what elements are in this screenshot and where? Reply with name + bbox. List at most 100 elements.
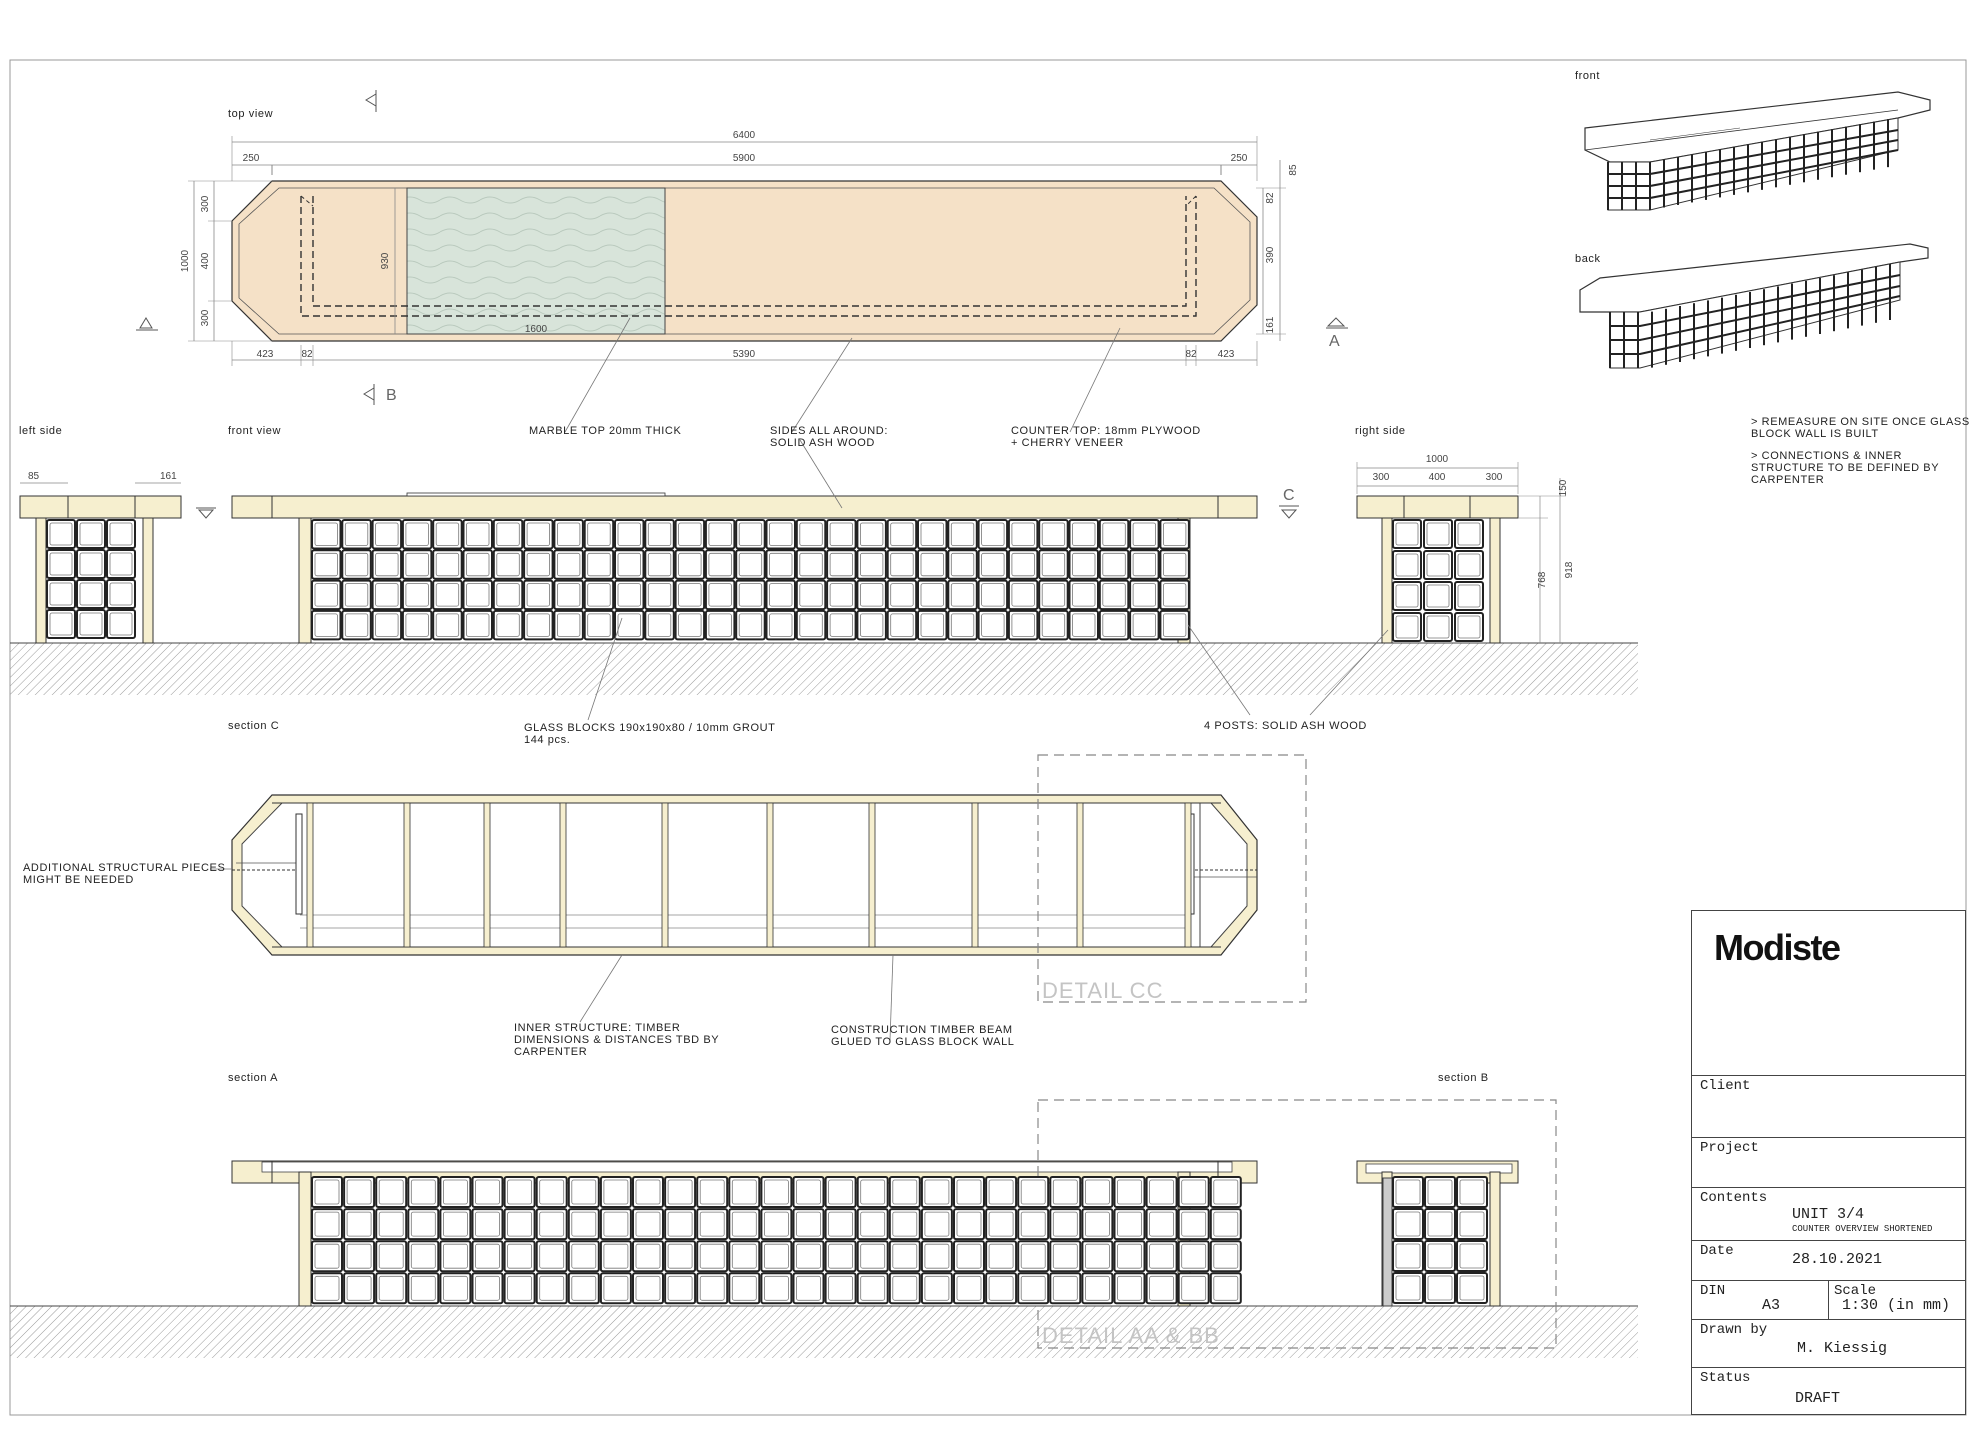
notes-block: > REMEASURE ON SITE ONCE GLASS BLOCK WAL… (1751, 416, 1970, 486)
glass-block-inner (956, 1179, 982, 1205)
glass-block-inner (981, 613, 1005, 637)
glass-block-inner (796, 1179, 821, 1205)
glass-block-inner (920, 613, 944, 637)
glass-block (765, 609, 796, 641)
glass-block (735, 519, 766, 550)
glass-block-inner (344, 583, 369, 607)
dim-gap-right: 85 (1288, 164, 1299, 176)
glass-block (503, 1176, 536, 1208)
glass-block-inner (109, 552, 133, 576)
glass-block (888, 1272, 921, 1305)
glass-block-inner (617, 583, 641, 607)
glass-block-inner (109, 612, 133, 636)
glass-block (1392, 612, 1422, 642)
iso-back-blocks (1609, 264, 1891, 368)
glass-block-inner (344, 613, 369, 637)
glass-block (765, 519, 796, 550)
glass-block (1017, 1208, 1050, 1241)
glass-block (311, 549, 342, 580)
glass-block (704, 519, 736, 550)
ground-hatch-section (10, 1306, 1638, 1358)
glass-block-inner (1181, 1179, 1207, 1205)
glass-block (439, 1176, 472, 1208)
timber-post (868, 802, 876, 948)
glass-block (341, 549, 372, 580)
glass-block-inner (860, 1243, 886, 1269)
label-right-side: right side (1355, 425, 1406, 437)
glass-block (471, 1208, 504, 1241)
glass-block (371, 609, 403, 641)
glass-block (375, 1272, 408, 1305)
glass-block-inner (1132, 552, 1156, 577)
glass-block-inner (699, 1243, 725, 1269)
glass-block-inner (571, 1243, 597, 1269)
glass-block (696, 1208, 729, 1241)
glass-block (407, 1208, 440, 1241)
glass-block-inner (1395, 1243, 1421, 1269)
section-a-glass-blocks (311, 1176, 1242, 1305)
dim-rs-1000: 1000 (1426, 454, 1449, 465)
glass-block-inner (769, 522, 793, 546)
glass-block-inner (1163, 613, 1187, 637)
glass-block (826, 579, 857, 611)
glass-block (704, 609, 736, 641)
timber-post (306, 802, 314, 948)
glass-block-inner (950, 552, 975, 577)
glass-block-inner (799, 583, 823, 607)
timber-post (1184, 802, 1192, 948)
glass-block-inner (507, 1211, 533, 1237)
glass-block-inner (466, 613, 490, 637)
glass-block-inner (1041, 613, 1066, 637)
glass-block-inner (1213, 1179, 1239, 1205)
glass-block (375, 1240, 408, 1273)
glass-block-inner (924, 1275, 950, 1301)
glass-block-inner (1041, 552, 1066, 577)
glass-block (856, 519, 887, 550)
tb-date-label: Date (1700, 1243, 1734, 1259)
glass-block-inner (49, 612, 73, 636)
glass-block-inner (860, 1211, 886, 1237)
glass-block-inner (1117, 1243, 1142, 1269)
glass-block-inner (829, 552, 853, 577)
glass-block (462, 579, 493, 611)
glass-block-inner (1457, 522, 1481, 546)
left-side-elevation (19, 482, 182, 644)
iso-back (1579, 243, 1929, 369)
glass-block (1068, 549, 1099, 580)
glass-block (917, 549, 948, 580)
glass-block (46, 609, 76, 639)
glass-block (644, 609, 675, 641)
glass-block-inner (860, 522, 884, 546)
glass-block-inner (1427, 1275, 1453, 1301)
glass-block (1177, 1176, 1210, 1208)
glass-block-inner (1132, 583, 1156, 607)
label-top-view: top view (228, 108, 274, 120)
glass-block (523, 519, 554, 550)
glass-block (375, 1208, 408, 1241)
glass-block (795, 609, 827, 641)
glass-block-inner (405, 552, 429, 577)
glass-block (920, 1240, 953, 1273)
glass-block (856, 579, 887, 611)
glass-block (462, 519, 493, 550)
glass-block-inner (109, 522, 133, 546)
glass-block-inner (1181, 1211, 1207, 1237)
glass-block (471, 1240, 504, 1273)
dim-930: 930 (380, 252, 391, 269)
glass-block (953, 1240, 985, 1273)
label-section-b: section B (1438, 1072, 1489, 1084)
glass-block (46, 549, 76, 579)
dim-end-right: 250 (1231, 153, 1248, 164)
dim-ls-85: 85 (28, 471, 40, 482)
glass-block (632, 1176, 664, 1208)
glass-block (947, 519, 978, 550)
glass-block (1209, 1240, 1242, 1273)
glass-block (1423, 612, 1453, 642)
glass-block (1038, 549, 1069, 580)
section-b-glass-blocks (1392, 1176, 1488, 1304)
tb-status-label: Status (1700, 1370, 1751, 1386)
glass-block-inner (587, 613, 611, 637)
glass-block-inner (571, 1275, 597, 1301)
glass-block-inner (314, 1179, 340, 1205)
glass-block-inner (828, 1179, 853, 1205)
